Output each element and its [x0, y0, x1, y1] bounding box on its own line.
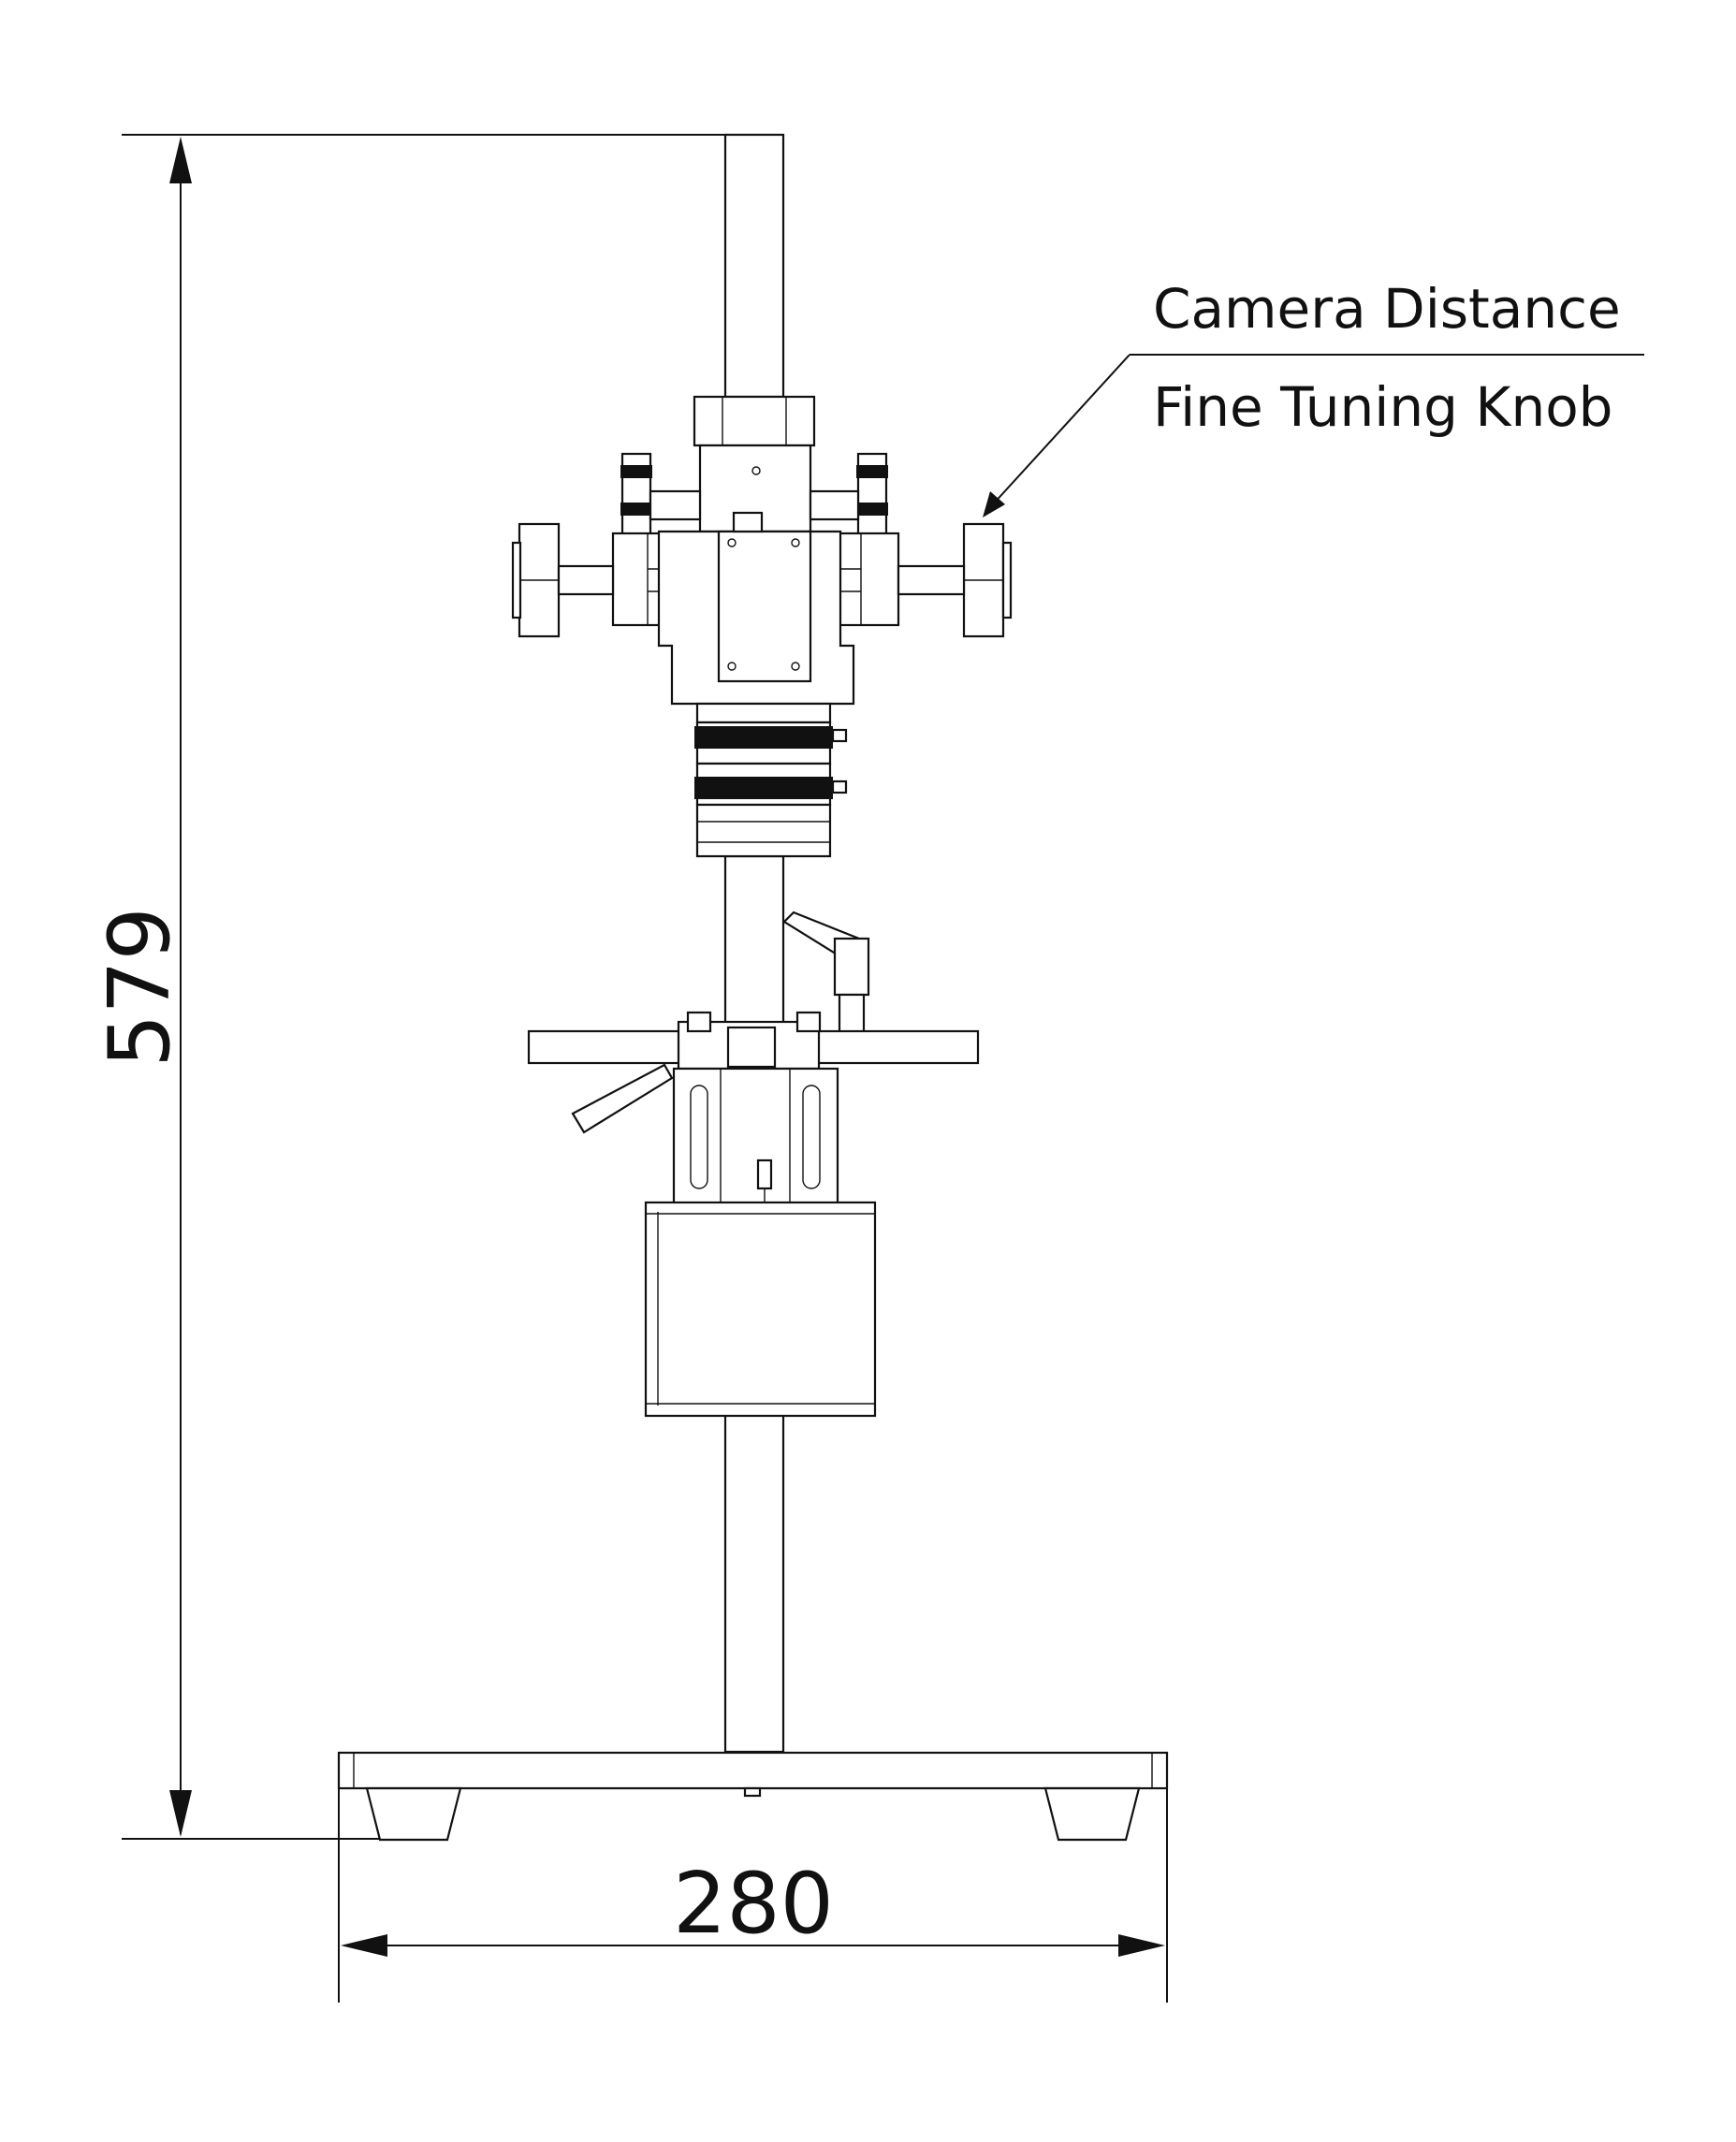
locking-lever-lower: [571, 1063, 674, 1134]
big-knob-left: [511, 522, 615, 638]
callout-arrow: [983, 491, 1005, 517]
housing-box: [644, 1201, 877, 1418]
height-dimension: 579: [91, 134, 782, 1840]
adjust-pin: [756, 1158, 773, 1190]
foot-right: [1043, 1786, 1141, 1842]
small-knob-right: [809, 452, 888, 538]
camera-distance-fine-tuning-knob[interactable]: [897, 522, 1013, 638]
stand-column: [723, 133, 785, 1754]
callout-line-1: Camera Distance: [1153, 277, 1621, 341]
dovetail-plate: [717, 530, 812, 683]
focus-head: [511, 395, 1013, 858]
lower-housing: [644, 1201, 877, 1418]
height-dimension-value: 579: [91, 907, 189, 1068]
clamp-assembly: [527, 911, 980, 1226]
height-arrow-bottom: [169, 1790, 192, 1837]
focus-ring-lower: [694, 777, 833, 799]
width-arrow-right: [1118, 1934, 1165, 1957]
callout-line-2: Fine Tuning Knob: [1153, 375, 1613, 439]
focus-ring-upper: [694, 726, 833, 749]
column-upper: [723, 133, 785, 399]
height-arrow-top: [169, 137, 192, 183]
width-dimension: 280: [338, 1764, 1168, 2003]
foot-left: [365, 1786, 462, 1842]
column-middle: [723, 854, 785, 1027]
lens-neck: [695, 702, 832, 724]
center-bolt: [743, 1786, 762, 1798]
lens-body-lower: [695, 803, 832, 858]
callout-leader-line: [991, 354, 1131, 506]
base-plate: [337, 1751, 1169, 1790]
clamp-body: [672, 1067, 839, 1206]
small-knob-left: [620, 452, 702, 538]
column-lower: [723, 1413, 785, 1754]
top-block: [693, 395, 816, 447]
knob-callout: Camera Distance Fine Tuning Knob: [983, 277, 1644, 517]
width-arrow-left: [341, 1934, 387, 1957]
width-dimension-value: 280: [673, 1855, 834, 1953]
base: [337, 1751, 1169, 1842]
